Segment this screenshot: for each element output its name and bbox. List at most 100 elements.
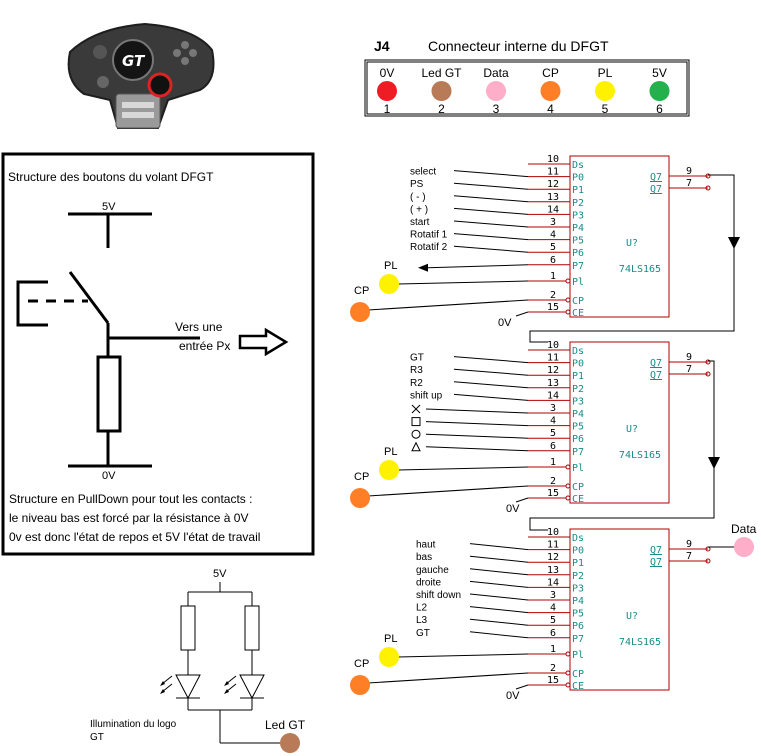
- switch-contact: [68, 271, 110, 324]
- cp-terminal: [350, 675, 370, 695]
- structure-note-1: Structure en PullDown pour tout les cont…: [9, 492, 252, 506]
- led-gt-terminal: [280, 733, 300, 753]
- chip-pin-name: Q7: [650, 184, 662, 195]
- chip-pin-name: P0: [572, 546, 584, 557]
- input-label: select: [410, 167, 436, 178]
- cp-terminal: [350, 488, 370, 508]
- led-circuit: 5V Illumination du logo GT Led GT: [90, 568, 306, 753]
- chip-pin-name: P4: [572, 223, 584, 234]
- connector-ref: J4: [374, 38, 390, 54]
- structure-title: Structure des boutons du volant DFGT: [8, 170, 214, 184]
- chip-pin-name: P5: [572, 422, 584, 433]
- chip-pin-number: 11: [547, 353, 559, 364]
- input-label: Rotatif 1: [410, 230, 448, 241]
- chip-pin-name: Ds: [572, 346, 584, 357]
- input-label: L3: [416, 615, 428, 626]
- input-label: L2: [416, 603, 428, 614]
- chip-pin-number: 13: [547, 565, 559, 576]
- chip-body: [569, 528, 670, 691]
- connector-pin-dot: [540, 81, 561, 101]
- connector-pin: PL5: [595, 66, 615, 116]
- ce-gnd-label: 0V: [506, 690, 520, 702]
- chip-pin-name: P5: [572, 236, 584, 247]
- connector-box: [364, 59, 690, 117]
- shift-register-chain: U?74LS16510Ds11P012P113P214P33P44P55P66P…: [350, 154, 711, 702]
- connector-pin-dot: [649, 81, 670, 101]
- chip-pin-name: CP: [572, 296, 584, 307]
- led-caption-2: GT: [90, 732, 104, 743]
- input-label: R3: [410, 365, 423, 376]
- chip-pin-number: 12: [547, 552, 559, 563]
- chip-pin-number: 12: [547, 365, 559, 376]
- chip-pin-number: 4: [550, 416, 556, 427]
- cp-label: CP: [354, 471, 369, 483]
- pl-terminal: [379, 460, 399, 480]
- chip-pin-number: 9: [686, 352, 692, 363]
- chip-pin-number: 2: [550, 476, 556, 487]
- button-structure-box: [1, 152, 315, 556]
- chip-pin-number: 7: [686, 364, 692, 375]
- connector-pin-dot: [377, 81, 397, 101]
- chip-body: [569, 341, 670, 504]
- shift-register-chip: U?74LS16510Ds11P012P113P214P33P44P55P66P…: [350, 340, 711, 515]
- chip-pin-name: Pl: [572, 463, 584, 474]
- output-arrow-icon: [238, 327, 289, 357]
- chip-pin-number: 5: [550, 242, 556, 253]
- connector-pin-number: 6: [656, 102, 663, 116]
- chip-pin-number: 4: [550, 230, 556, 241]
- chip-pin-name: P1: [572, 371, 584, 382]
- chip-name: U?: [626, 424, 638, 435]
- input-label: ( + ): [410, 204, 428, 215]
- chain-wiring: Data: [529, 174, 757, 557]
- input-label: start: [410, 217, 430, 228]
- pl-terminal: [379, 647, 399, 667]
- structure-vcc-label: 5V: [102, 201, 116, 213]
- chip-body: [569, 155, 670, 318]
- connector-pin: 5V 6: [649, 66, 670, 116]
- connector-pin-dot: [431, 81, 452, 101]
- chip-pin-number: 9: [686, 539, 692, 550]
- chip-pin-name: Q7: [650, 172, 662, 183]
- chip-pin-name: P7: [572, 261, 584, 272]
- connector-pin-label: PL: [598, 66, 613, 80]
- chip-pin-name: P3: [572, 210, 584, 221]
- chip-pin-number: 9: [686, 166, 692, 177]
- led-output-label: Led GT: [265, 718, 306, 732]
- pulldown-resistor: [96, 355, 122, 433]
- chip-pin-number: 14: [547, 577, 559, 588]
- cross-icon: [411, 404, 421, 414]
- chip-pin-name: P6: [572, 248, 584, 259]
- chip-pin-number: 15: [547, 675, 559, 686]
- input-label: R2: [410, 378, 423, 389]
- chip-pin-name: P2: [572, 571, 584, 582]
- chip-pin-number: 10: [547, 527, 559, 538]
- arrow-left-icon: [418, 263, 428, 272]
- data-output-label: Data: [731, 522, 757, 536]
- chip-pin-number: 12: [547, 179, 559, 190]
- input-label: gauche: [416, 565, 449, 576]
- connector-pin-label: 5V: [652, 66, 667, 80]
- connector-pin: Led GT2: [421, 66, 462, 116]
- chip-pin-name: P4: [572, 596, 584, 607]
- chip-pin-name: Ds: [572, 533, 584, 544]
- chip-pin-number: 7: [686, 551, 692, 562]
- chip-pin-name: P0: [572, 173, 584, 184]
- ce-gnd-label: 0V: [498, 317, 512, 329]
- input-label: Rotatif 2: [410, 242, 448, 253]
- chip-pin-number: 5: [550, 428, 556, 439]
- pl-label: PL: [384, 446, 397, 458]
- input-label: GT: [410, 353, 424, 364]
- chip-pin-name: Pl: [572, 277, 584, 288]
- chip-pin-name: CP: [572, 669, 584, 680]
- push-actuator: [16, 280, 48, 327]
- chip-pin-number: 3: [550, 217, 556, 228]
- chip-pin-number: 1: [550, 271, 556, 282]
- connector-pin-label: Data: [483, 66, 509, 80]
- chip-pin-number: 13: [547, 378, 559, 389]
- square-icon: [411, 417, 421, 427]
- chip-pin-number: 1: [550, 457, 556, 468]
- pl-terminal: [379, 274, 399, 294]
- chip-pin-name: P1: [572, 558, 584, 569]
- chip-pin-number: 6: [550, 628, 556, 639]
- chip-pin-number: 5: [550, 615, 556, 626]
